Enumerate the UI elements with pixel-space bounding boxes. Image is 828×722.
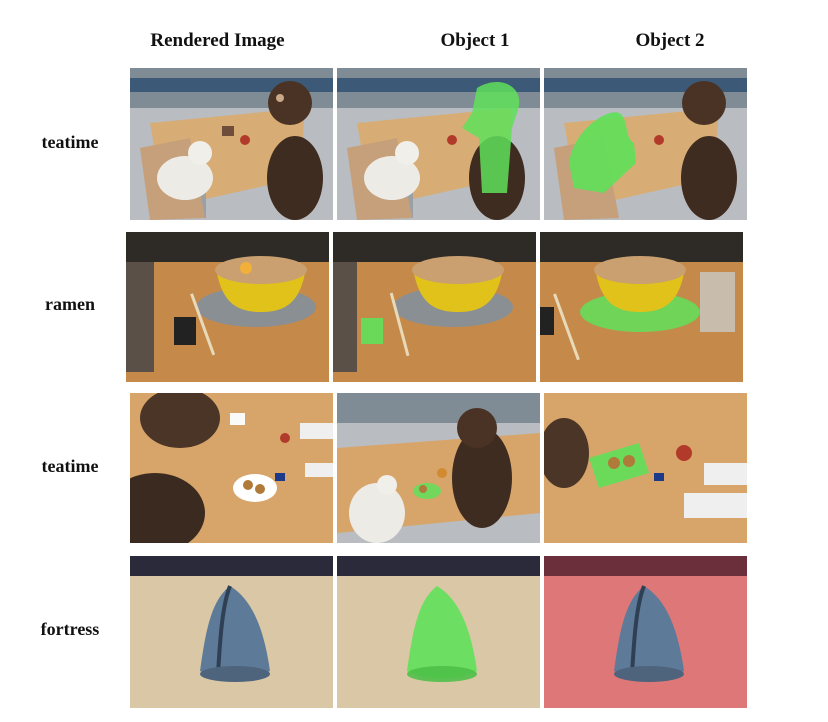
row-label-fortress: fortress — [40, 619, 100, 639]
image-teatime-topdown-rendered — [130, 393, 333, 543]
image-ramen-object-1 — [333, 232, 536, 382]
row-label-teatime-1: teatime — [41, 132, 99, 152]
row-label-ramen: ramen — [45, 294, 95, 314]
image-teatime-topdown-object-2 — [544, 393, 747, 543]
image-fortress-rendered — [130, 556, 333, 708]
column-header-object-2: Object 2 — [635, 30, 705, 51]
column-header-object-1: Object 1 — [440, 30, 510, 51]
image-fortress-object-1 — [337, 556, 540, 708]
column-header-rendered-image: Rendered Image — [150, 30, 285, 51]
row-label-teatime-2: teatime — [41, 456, 99, 476]
image-teatime-object-2 — [544, 68, 747, 220]
image-ramen-object-2 — [540, 232, 743, 382]
image-teatime-topdown-object-1 — [337, 393, 540, 543]
image-fortress-object-2 — [544, 556, 747, 708]
image-teatime-object-1 — [337, 68, 540, 220]
image-teatime-rendered — [130, 68, 333, 220]
image-ramen-rendered — [126, 232, 329, 382]
